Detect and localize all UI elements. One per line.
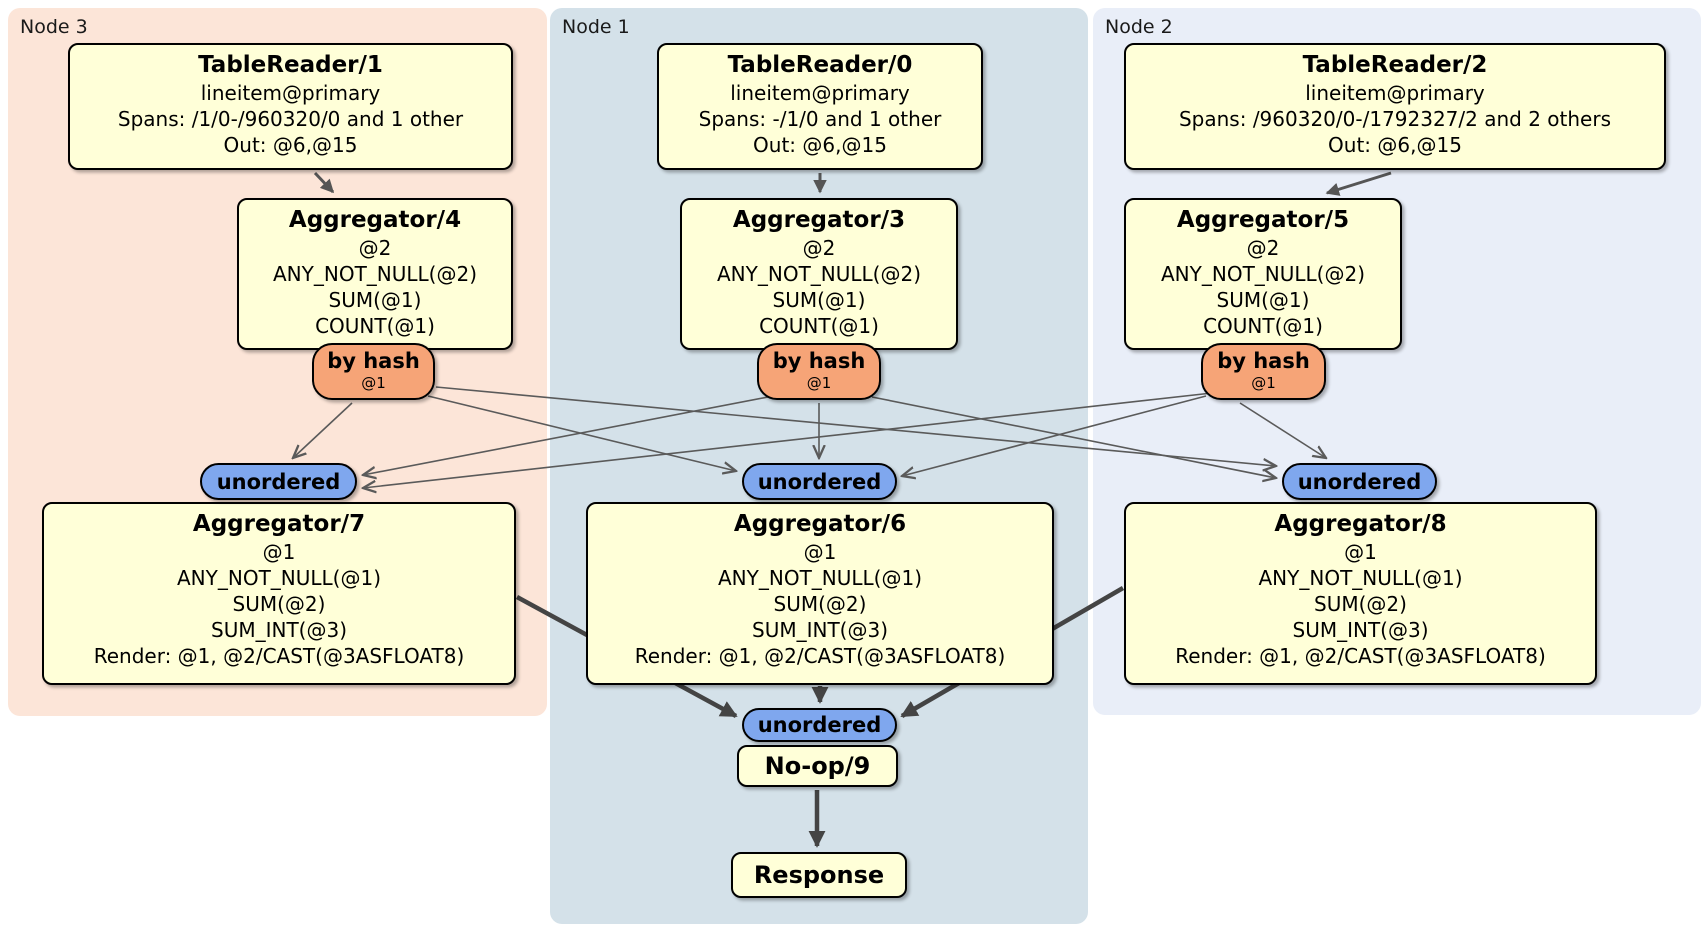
edge-tr1-agg4	[313, 171, 335, 194]
processor-title: Aggregator/4	[288, 207, 462, 233]
sync-label: unordered	[757, 713, 882, 737]
processor-detail: @1	[803, 540, 837, 564]
processor-detail: SUM(@1)	[328, 288, 422, 312]
edge-hashR-syncC	[902, 395, 1207, 476]
processor-detail: lineitem@primary	[200, 81, 381, 105]
processor-title: Aggregator/7	[192, 511, 366, 537]
processor-detail: ANY_NOT_NULL(@2)	[1161, 262, 1365, 286]
processor-title: Aggregator/3	[732, 207, 906, 233]
processor-detail: @2	[1246, 236, 1280, 260]
processor-aggregator-4: Aggregator/4 @2 ANY_NOT_NULL(@2) SUM(@1)…	[237, 198, 513, 350]
sync-unordered-bottom: unordered	[742, 708, 897, 742]
processor-detail: @2	[802, 236, 836, 260]
processor-detail: ANY_NOT_NULL(@2)	[717, 262, 921, 286]
region-label-node-3: Node 3	[20, 16, 88, 38]
processor-detail: SUM(@2)	[1314, 592, 1407, 616]
router-detail: @1	[361, 374, 386, 392]
processor-detail: Render: @1, @2/CAST(@3ASFLOAT8)	[93, 644, 465, 668]
processor-tablereader-2: TableReader/2 lineitem@primary Spans: /9…	[1124, 43, 1666, 170]
edge-hashR-syncL	[363, 392, 1213, 488]
processor-title: No-op/9	[764, 752, 871, 780]
processor-detail: lineitem@primary	[1305, 81, 1485, 105]
processor-detail: Out: @6,@15	[223, 133, 358, 157]
processor-detail: Out: @6,@15	[753, 133, 887, 157]
processor-detail: COUNT(@1)	[759, 314, 879, 338]
processor-tablereader-0: TableReader/0 lineitem@primary Spans: -/…	[657, 43, 983, 170]
processor-detail: SUM_INT(@3)	[1292, 618, 1429, 642]
processor-detail: ANY_NOT_NULL(@1)	[718, 566, 922, 590]
processor-detail: Render: @1, @2/CAST(@3ASFLOAT8)	[634, 644, 1006, 668]
sync-label: unordered	[757, 469, 882, 494]
router-by-hash-right: by hash @1	[1201, 343, 1326, 400]
sync-label: unordered	[216, 469, 341, 494]
sync-unordered-center: unordered	[742, 463, 897, 500]
processor-detail: Out: @6,@15	[1328, 133, 1462, 157]
processor-detail: SUM_INT(@3)	[211, 618, 347, 642]
edge-hashL-syncR	[435, 386, 1276, 466]
processor-aggregator-5: Aggregator/5 @2 ANY_NOT_NULL(@2) SUM(@1)…	[1124, 198, 1402, 350]
region-label-node-2: Node 2	[1105, 16, 1173, 38]
processor-detail: Spans: -/1/0 and 1 other	[698, 107, 942, 131]
processor-detail: ANY_NOT_NULL(@1)	[177, 566, 381, 590]
processor-noop-9: No-op/9	[737, 745, 898, 787]
router-detail: @1	[806, 374, 832, 392]
processor-detail: @2	[358, 236, 392, 260]
processor-tablereader-1: TableReader/1 lineitem@primary Spans: /1…	[68, 43, 513, 170]
router-label: by hash	[327, 349, 420, 373]
processor-detail: SUM(@2)	[232, 592, 326, 616]
processor-detail: Spans: /960320/0-/1792327/2 and 2 others	[1178, 107, 1611, 131]
processor-detail: COUNT(@1)	[1203, 314, 1323, 338]
sync-unordered-left: unordered	[200, 463, 357, 500]
sync-unordered-right: unordered	[1282, 463, 1437, 500]
processor-detail: ANY_NOT_NULL(@1)	[1258, 566, 1463, 590]
edge-hashC-syncR	[871, 396, 1276, 478]
processor-detail: @1	[1344, 540, 1377, 564]
processor-title: TableReader/2	[1302, 52, 1488, 78]
processor-detail: Spans: /1/0-/960320/0 and 1 other	[117, 107, 464, 131]
processor-title: Response	[753, 861, 885, 889]
processor-detail: ANY_NOT_NULL(@2)	[273, 262, 477, 286]
edge-hashC-syncL	[363, 396, 769, 475]
processor-detail: SUM(@2)	[773, 592, 867, 616]
router-by-hash-left: by hash @1	[312, 343, 435, 400]
edge-hashL-syncL	[293, 402, 353, 458]
processor-title: Aggregator/8	[1274, 511, 1447, 537]
processor-detail: Render: @1, @2/CAST(@3ASFLOAT8)	[1175, 644, 1546, 668]
router-label: by hash	[1217, 349, 1310, 373]
processor-detail: lineitem@primary	[730, 81, 910, 105]
processor-title: Aggregator/6	[733, 511, 907, 537]
router-label: by hash	[772, 349, 866, 373]
processor-detail: @1	[262, 540, 296, 564]
processor-title: TableReader/0	[727, 52, 913, 78]
router-by-hash-center: by hash @1	[757, 343, 881, 400]
processor-aggregator-6: Aggregator/6 @1 ANY_NOT_NULL(@1) SUM(@2)…	[586, 502, 1054, 685]
processor-detail: COUNT(@1)	[315, 314, 435, 338]
edge-hashR-syncR	[1239, 402, 1326, 458]
processor-detail: SUM(@1)	[1216, 288, 1310, 312]
processor-aggregator-8: Aggregator/8 @1 ANY_NOT_NULL(@1) SUM(@2)…	[1124, 502, 1597, 685]
processor-title: TableReader/1	[198, 52, 383, 78]
processor-response: Response	[731, 852, 907, 898]
processor-aggregator-3: Aggregator/3 @2 ANY_NOT_NULL(@2) SUM(@1)…	[680, 198, 958, 350]
processor-detail: SUM(@1)	[772, 288, 866, 312]
region-label-node-1: Node 1	[562, 16, 630, 38]
processor-aggregator-7: Aggregator/7 @1 ANY_NOT_NULL(@1) SUM(@2)…	[42, 502, 516, 685]
sync-label: unordered	[1297, 469, 1422, 494]
router-detail: @1	[1251, 374, 1276, 392]
processor-title: Aggregator/5	[1176, 207, 1350, 233]
edge-tr2-agg5	[1325, 171, 1392, 196]
processor-detail: SUM_INT(@3)	[752, 618, 888, 642]
